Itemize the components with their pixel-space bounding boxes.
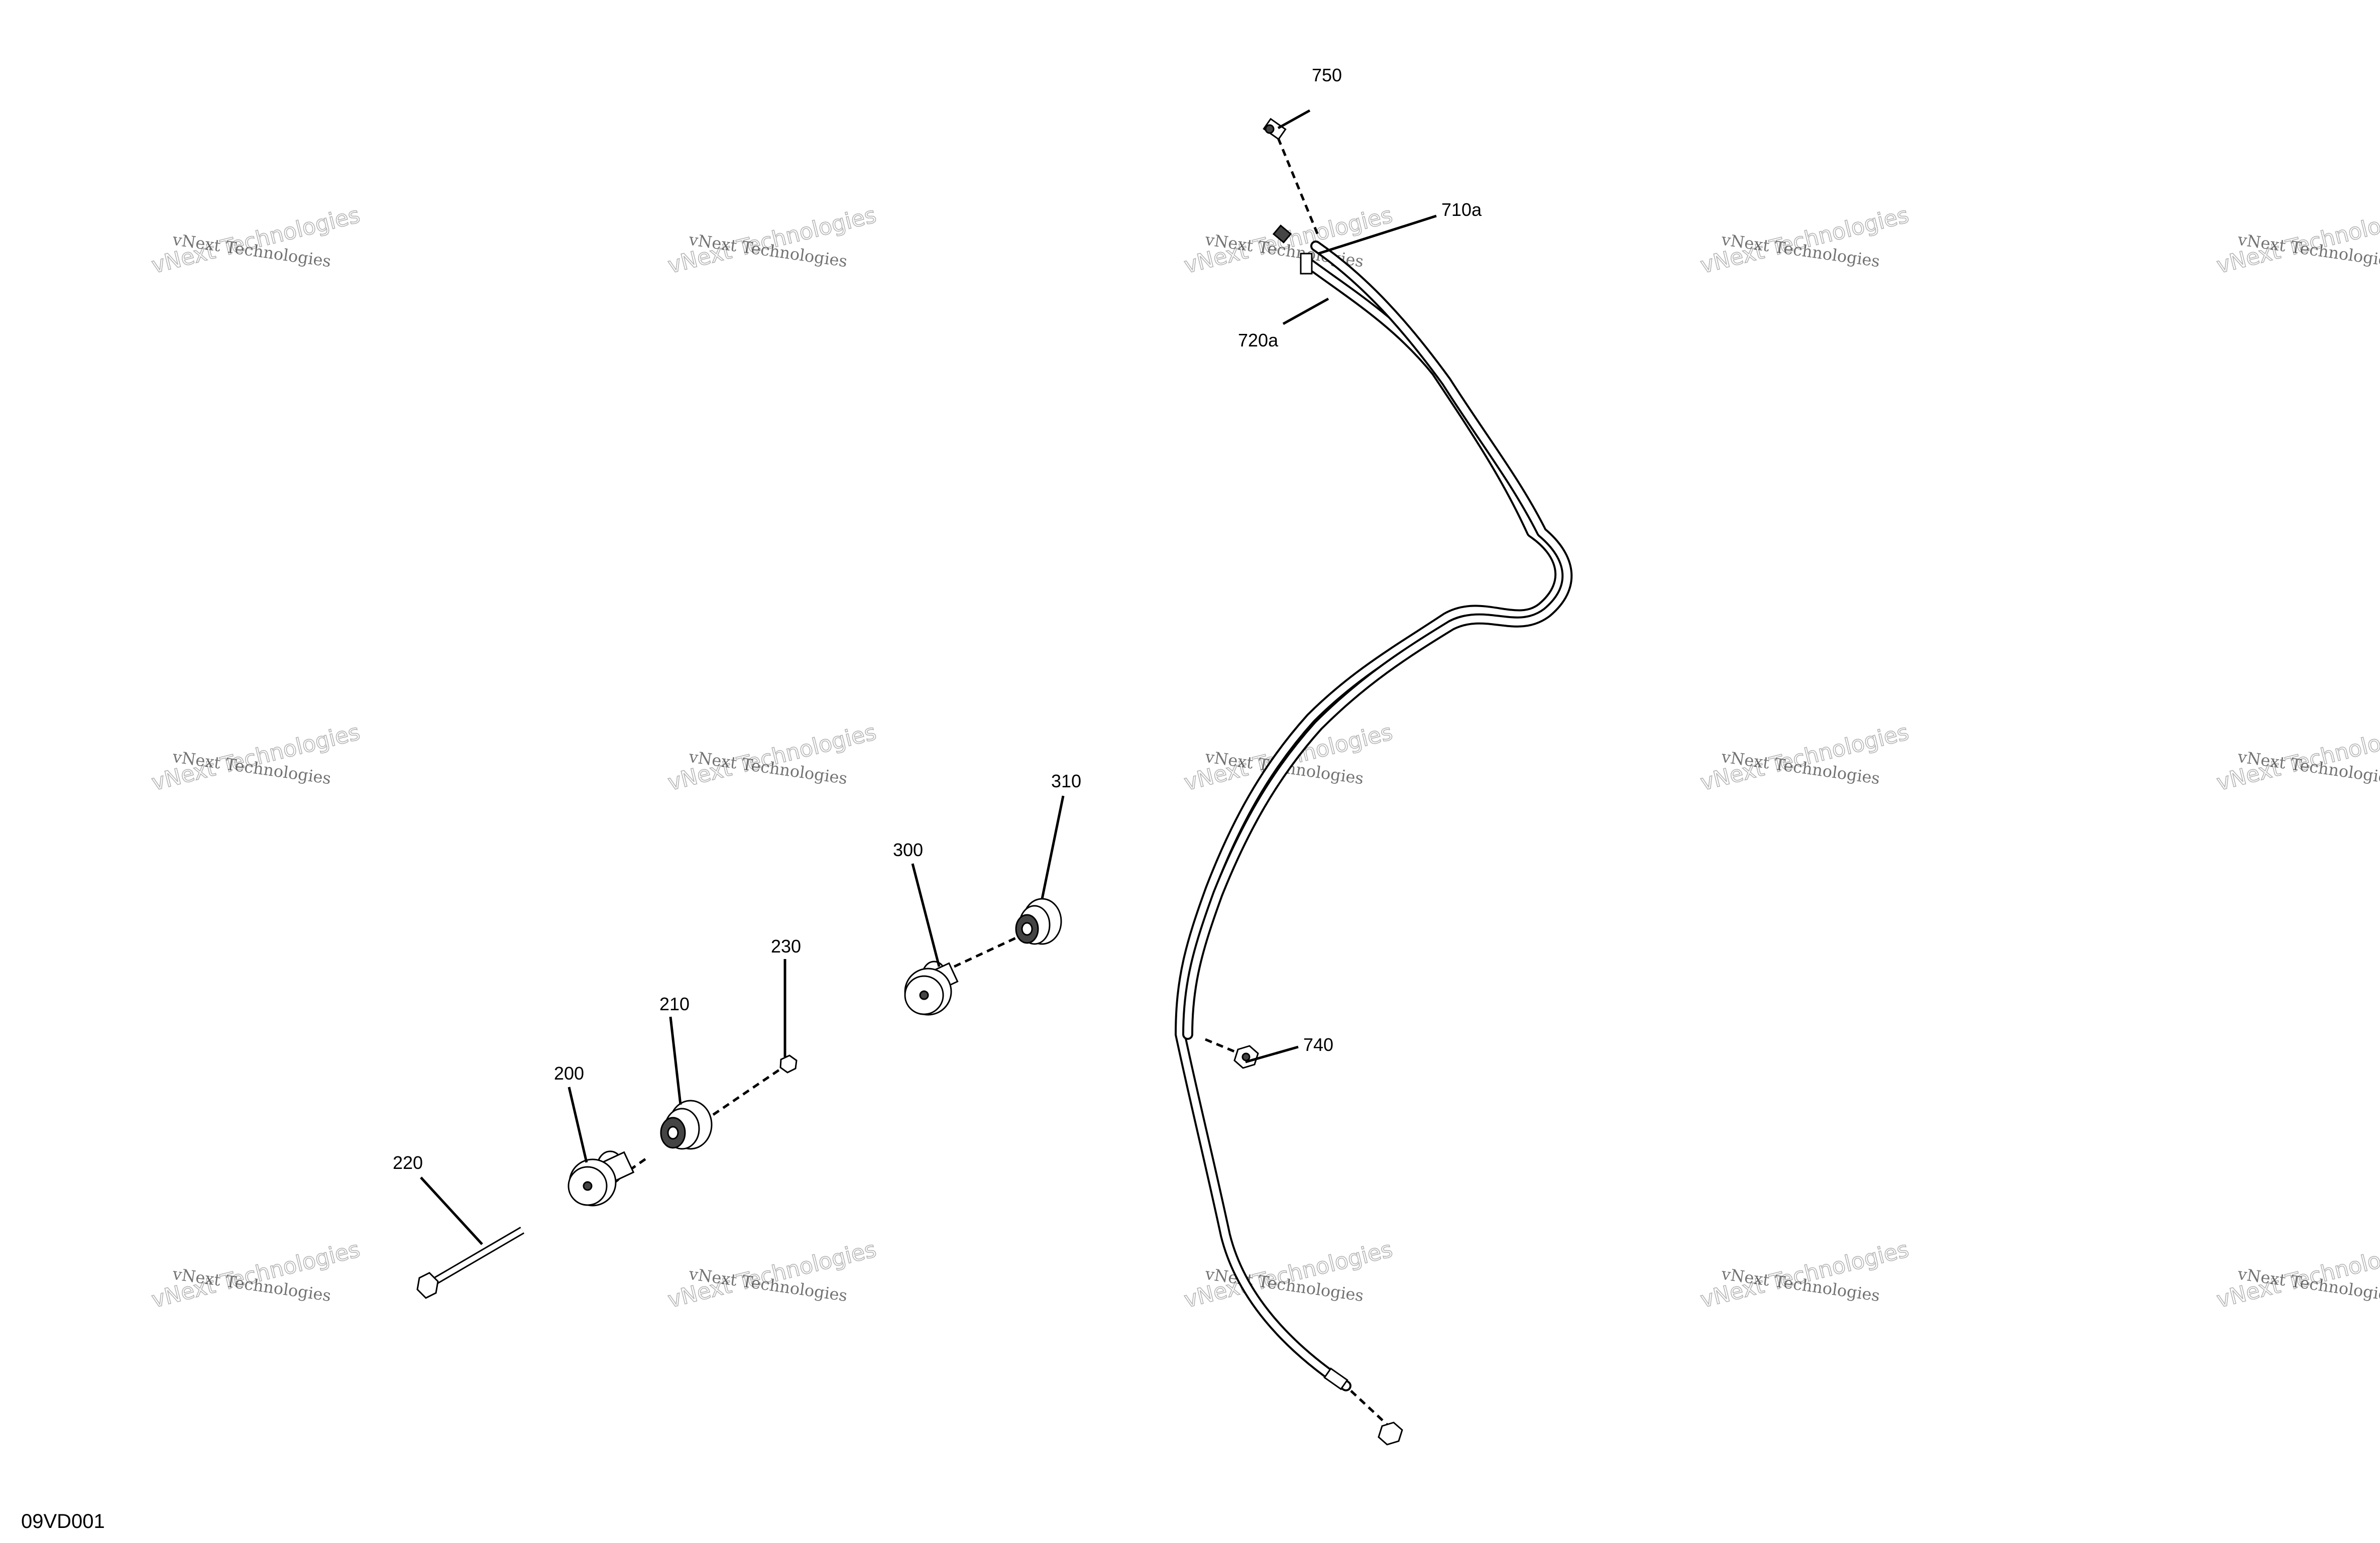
callout-230: 230	[771, 936, 801, 957]
mount-group-300-310	[904, 898, 1062, 1016]
callout-720a: 720a	[1238, 330, 1279, 350]
part-210	[660, 1100, 713, 1150]
callout-740: 740	[1303, 1034, 1333, 1055]
brake-line-710a	[1182, 241, 1573, 1040]
tube-end-nut	[1378, 1421, 1403, 1446]
part-300	[904, 961, 959, 1016]
callout-200: 200	[554, 1063, 584, 1084]
callout-210: 210	[659, 994, 690, 1014]
brake-line-assembly	[1175, 224, 1573, 1427]
callout-300: 300	[893, 840, 923, 860]
callout-labels: 750 710a 720a 310 300 230 210 200 220 74…	[393, 65, 1482, 1173]
part-230	[779, 1054, 798, 1074]
callout-310: 310	[1051, 771, 1081, 791]
figure-code: 09VD001	[21, 1510, 105, 1532]
callout-220: 220	[393, 1152, 423, 1173]
leader-lines	[420, 109, 1437, 1245]
part-740	[1205, 1038, 1259, 1069]
mount-group-200-210	[416, 1054, 798, 1299]
callout-750: 750	[1312, 65, 1342, 85]
part-750	[1263, 117, 1320, 236]
part-220	[416, 1227, 525, 1299]
callout-710a: 710a	[1441, 199, 1482, 220]
part-310	[1015, 898, 1062, 945]
part-200	[568, 1150, 635, 1207]
